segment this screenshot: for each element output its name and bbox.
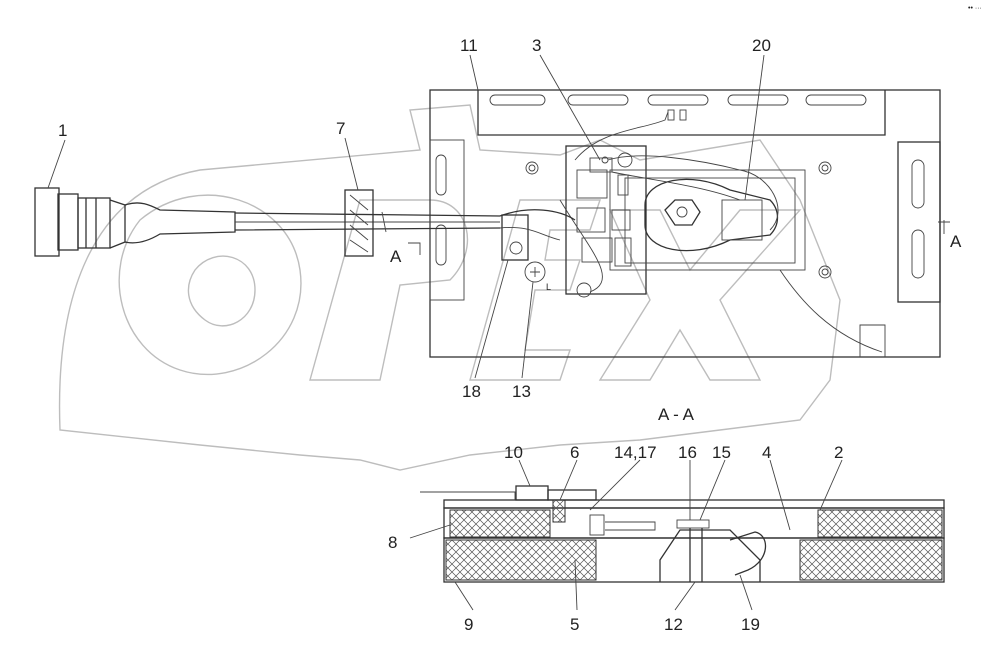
callout-10: 10	[504, 443, 523, 462]
callout-7: 7	[336, 119, 345, 138]
corner-note: •• ···	[968, 5, 982, 12]
cable-harness	[34, 187, 576, 257]
section-view	[420, 485, 945, 583]
callout-12: 12	[664, 615, 683, 634]
section-mark-left: A	[390, 247, 402, 266]
watermark-logo	[58, 104, 841, 471]
callout-6: 6	[570, 443, 579, 462]
callout-18: 18	[462, 382, 481, 401]
callout-20: 20	[752, 36, 771, 55]
svg-text:L: L	[546, 282, 551, 292]
top-view: L	[429, 89, 941, 358]
callout-8: 8	[388, 533, 397, 552]
callout-2: 2	[834, 443, 843, 462]
leader-lines	[47, 54, 950, 611]
section-mark-right: A	[950, 232, 962, 251]
callout-15: 15	[712, 443, 731, 462]
callout-4: 4	[762, 443, 771, 462]
callout-5: 5	[570, 615, 579, 634]
callout-19: 19	[741, 615, 760, 634]
callout-16: 16	[678, 443, 697, 462]
callout-14-17: 14,17	[614, 443, 657, 462]
callout-9: 9	[464, 615, 473, 634]
callout-11: 11	[460, 36, 478, 55]
callouts: 1 7 11 3 20 18 13 10 6 14,17 16 15 4 2 8…	[58, 5, 982, 634]
callout-13: 13	[512, 382, 531, 401]
section-title: A - A	[658, 405, 695, 424]
callout-1: 1	[58, 121, 67, 140]
callout-3: 3	[532, 36, 541, 55]
